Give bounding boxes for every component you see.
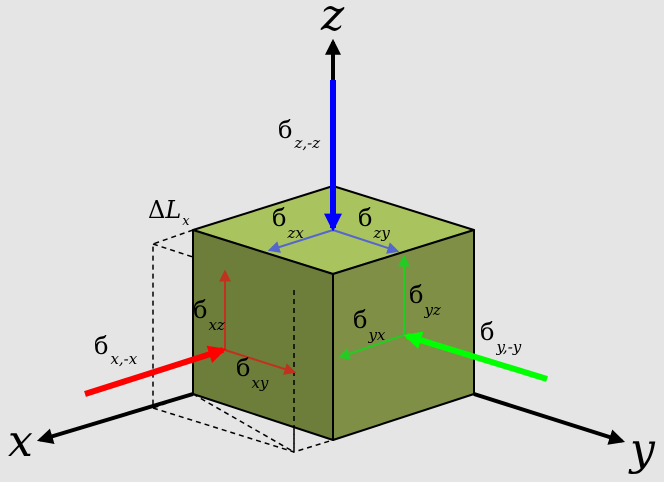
sigma-zx-label: бzx — [272, 204, 304, 242]
sigma-zx-arrow — [267, 229, 334, 253]
y-axis-label: y — [628, 424, 656, 475]
sigma-y-arrow — [403, 331, 548, 382]
normal-stress-arrows — [84, 80, 548, 397]
sigma-zy-label: бzy — [358, 204, 390, 242]
sigma-yx-label: бyx — [353, 306, 386, 344]
sigma-yy-label: бy,-y — [480, 318, 522, 356]
front-shear-arrows — [219, 269, 297, 375]
sigma-xy-arrow — [224, 349, 297, 375]
sigma-yz-label: бyz — [409, 281, 441, 319]
y-axis — [473, 392, 626, 445]
x-axis — [36, 392, 194, 444]
top-shear-arrows — [267, 229, 400, 254]
sigma-x-arrow — [84, 345, 227, 397]
sigma-zy-arrow — [332, 229, 400, 254]
coordinate-axes — [36, 38, 626, 445]
right-shear-arrows — [337, 254, 410, 360]
z-axis-label: z — [320, 0, 345, 41]
delta-length-label: ΔLx — [148, 196, 190, 229]
sigma-yx-arrow — [337, 334, 405, 360]
sigma-xz-label: бxz — [193, 296, 225, 334]
x-axis-label: x — [8, 416, 33, 467]
sigma-xy-label: бxy — [236, 354, 269, 392]
